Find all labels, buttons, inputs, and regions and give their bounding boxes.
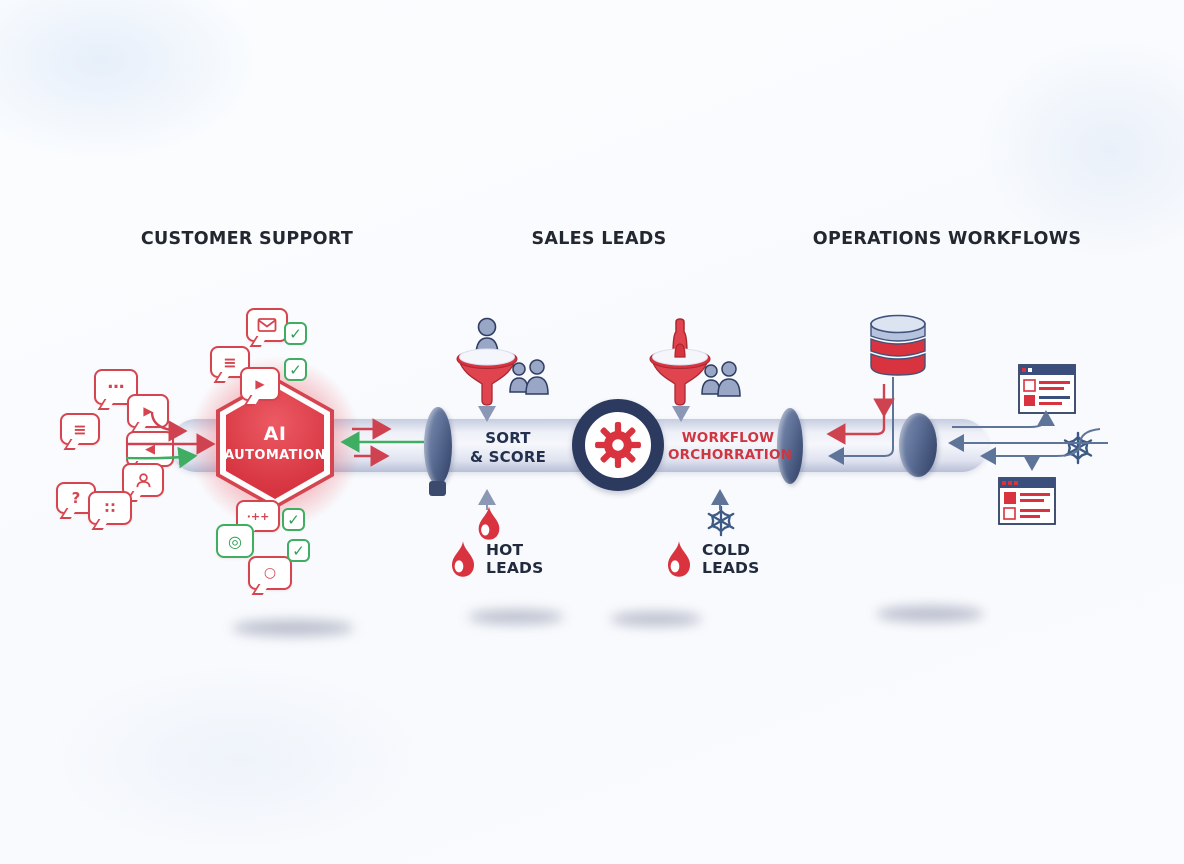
gear-icon (595, 422, 641, 468)
pipe-joint-icon (424, 407, 452, 485)
ground-shadow (468, 610, 564, 624)
target-box: ◎ (216, 524, 254, 558)
cold-leads-label: COLD LEADS (664, 540, 760, 579)
play-left-icon: ◀ (145, 441, 155, 457)
chat-bubble-circle: ○ (248, 556, 292, 590)
chat-bubble-dots: … (94, 369, 138, 405)
people-icon (701, 361, 741, 397)
header-operations-workflows: OPERATIONS WORKFLOWS (812, 229, 1082, 249)
browser-window-icon (998, 477, 1056, 525)
chat-bubble-grid: ∷ (88, 491, 132, 525)
chat-bubble-play: ▶ (127, 394, 169, 428)
browser-window-icon (1018, 364, 1076, 414)
snowflake-icon (705, 505, 737, 537)
chat-bubble-plus: ·++ (236, 500, 280, 532)
flame-icon (478, 506, 500, 540)
play-icon: ▶ (143, 404, 153, 418)
background-tint (40, 660, 440, 860)
header-sales-leads: SALES LEADS (531, 229, 667, 249)
chat-bubble-text: ≡ (60, 413, 100, 445)
pipe-joint-icon (899, 413, 937, 477)
snowflake-icon (1061, 431, 1095, 465)
circle-icon: ○ (263, 565, 277, 581)
text-lines-icon: ≡ (223, 352, 237, 372)
ellipsis-icon: … (107, 373, 125, 393)
hot-leads-label: HOT LEADS (448, 540, 544, 579)
play-icon: ▶ (255, 377, 265, 391)
flame-icon (667, 541, 691, 577)
envelope-icon (257, 318, 277, 332)
people-icon (509, 359, 549, 395)
lead-funnel-icon (456, 317, 518, 406)
chat-bubble-person (122, 463, 164, 497)
checkbox-icon: ✓ (287, 539, 310, 562)
background-tint (980, 40, 1184, 260)
stage-workflow-orchestration-label: WORKFLOW ORCHORRATION (668, 430, 793, 463)
text-lines-icon: ≡ (73, 419, 87, 439)
checkbox-icon: ✓ (284, 322, 307, 345)
target-icon: ◎ (228, 531, 242, 551)
ground-shadow (610, 612, 702, 626)
chat-bubble-play-left: ◀ (126, 431, 174, 467)
background-tint (0, 0, 260, 160)
lead-funnel-icon (649, 318, 711, 406)
stage-sort-score-label: SORT & SCORE (469, 429, 547, 466)
grid-dots-icon: ∷ (104, 499, 116, 517)
chat-bubble-play: ▶ (240, 367, 280, 401)
checkbox-icon: ✓ (282, 508, 305, 531)
question-icon: ? (71, 489, 81, 507)
ground-shadow (232, 620, 354, 636)
chat-bubble-envelope (246, 308, 288, 342)
pipe-joint-tab (429, 481, 446, 496)
flame-icon (451, 541, 475, 577)
person-icon (136, 472, 150, 487)
plus-marks-icon: ·++ (246, 509, 270, 523)
header-customer-support: CUSTOMER SUPPORT (140, 229, 354, 249)
gear-hub (572, 399, 664, 491)
database-icon (870, 314, 926, 376)
pipe-joint-icon (777, 408, 803, 484)
checkbox-icon: ✓ (284, 358, 307, 381)
ground-shadow (876, 606, 984, 622)
ai-hexagon-label: AI AUTOMATION (224, 423, 326, 463)
